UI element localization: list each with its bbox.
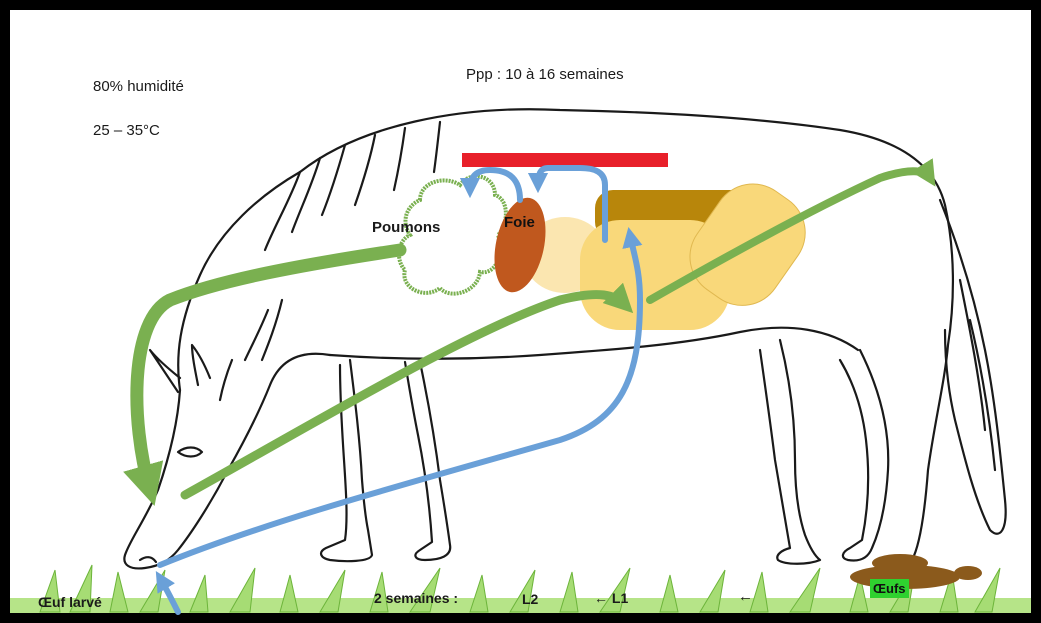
humidity-label: 80% humidité xyxy=(93,78,184,95)
stage-l1-label: ← L1 xyxy=(594,590,628,606)
stage-arrow-label: ← xyxy=(738,588,753,605)
eggs-badge: Œufs xyxy=(870,579,909,598)
red-bar xyxy=(462,153,668,167)
temperature-label: 25 – 35°C xyxy=(93,122,160,139)
egg-larva-label: Œuf larvé xyxy=(38,594,102,610)
lungs-label: Poumons xyxy=(372,219,440,236)
duration-label: 2 semaines : xyxy=(374,590,458,606)
ppp-label: Ppp : 10 à 16 semaines xyxy=(466,66,624,83)
liver-label: Foie xyxy=(504,214,535,231)
stage-l2-label: L2 xyxy=(522,591,538,607)
